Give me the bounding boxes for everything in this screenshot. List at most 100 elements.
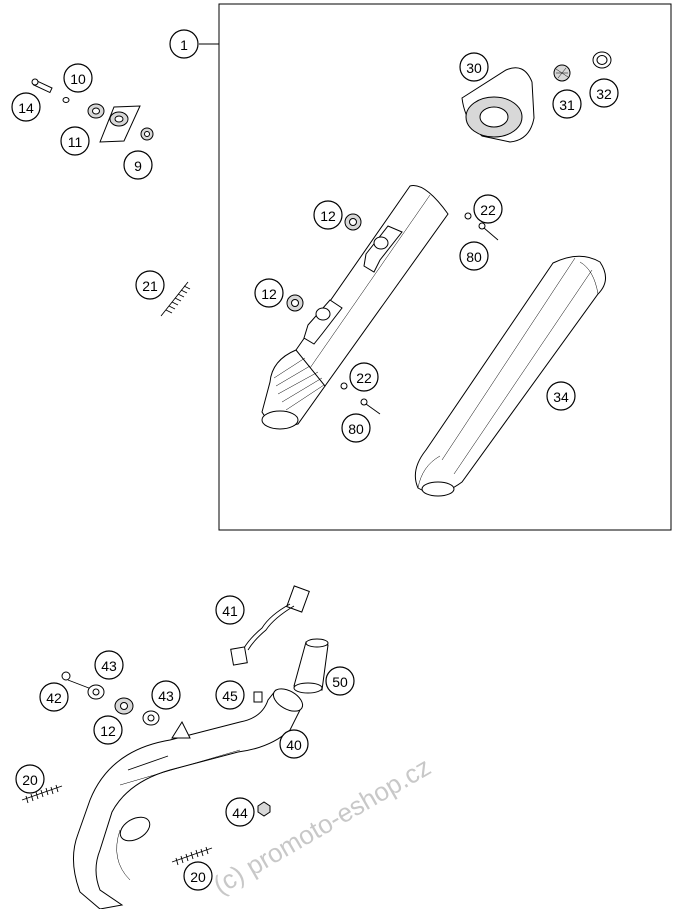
callout-circle (15, 764, 45, 794)
callout-c31: 31 (552, 89, 582, 119)
part-21-spring (160, 281, 191, 317)
callout-number: 12 (100, 723, 116, 739)
callout-circle (459, 241, 489, 271)
callout-circle (135, 270, 165, 300)
callout-circle (94, 650, 124, 680)
callout-circle (589, 78, 619, 108)
part-20-spring-b (171, 846, 213, 866)
part-42-bolt (61, 671, 95, 691)
callout-number: 43 (158, 688, 174, 704)
part-44-nut (257, 801, 271, 817)
callout-circle (151, 680, 181, 710)
callout-c45: 45 (215, 680, 245, 710)
callout-c11: 11 (60, 126, 90, 156)
callout-c9: 9 (123, 150, 153, 180)
callout-c14: 14 (11, 92, 41, 122)
callout-circle (215, 595, 245, 625)
callout-circle (313, 200, 343, 230)
part-14-bolt (31, 78, 53, 94)
part-50-sleeve (293, 638, 329, 694)
callout-c1: 1 (169, 29, 199, 59)
part-10-washer (62, 97, 70, 103)
part-22-80-lower (340, 382, 381, 415)
part-40-header-pipe (73, 688, 304, 909)
callout-number: 20 (22, 772, 38, 788)
callout-number: 1 (180, 37, 188, 53)
part-34-muffler-sleeve (414, 255, 606, 497)
callout-c30: 30 (459, 52, 489, 82)
callout-number: 50 (332, 674, 348, 690)
callout-number: 12 (320, 208, 336, 224)
callout-c32: 32 (589, 78, 619, 108)
callout-number: 80 (348, 421, 364, 437)
callout-c21: 21 (135, 270, 165, 300)
part-9-bracket (99, 105, 141, 143)
callout-number: 20 (190, 869, 206, 885)
callout-c20b: 20 (183, 861, 213, 891)
callout-c10: 10 (63, 63, 93, 93)
callout-c43a: 43 (94, 650, 124, 680)
callout-number: 11 (68, 134, 83, 150)
callout-circle (183, 861, 213, 891)
callout-c12b: 12 (254, 278, 284, 308)
callout-circle (552, 89, 582, 119)
callout-number: 32 (596, 86, 612, 102)
callout-number: 44 (232, 805, 248, 821)
callout-c41: 41 (215, 595, 245, 625)
callout-circle (225, 797, 255, 827)
callout-number: 34 (553, 389, 569, 405)
callout-number: 41 (222, 603, 238, 619)
callout-c40: 40 (279, 729, 309, 759)
part-43-washer-b (142, 710, 160, 726)
callout-number: 12 (261, 286, 277, 302)
part-12-grommet-c (114, 697, 134, 715)
callout-circle (459, 52, 489, 82)
callout-circle (341, 413, 371, 443)
callout-c12a: 12 (313, 200, 343, 230)
part-45-stud (253, 691, 263, 703)
callout-circle (93, 715, 123, 745)
part-30-end-cap (461, 67, 535, 143)
callout-number: 31 (559, 97, 575, 113)
callout-c42: 42 (39, 682, 69, 712)
callout-c34: 34 (546, 381, 576, 411)
callout-circle (169, 29, 199, 59)
callout-number: 22 (480, 202, 496, 218)
callout-circle (60, 126, 90, 156)
callout-circle (39, 682, 69, 712)
callout-circle (473, 194, 503, 224)
part-12-grommet-b (286, 294, 304, 312)
callout-number: 22 (356, 370, 372, 386)
callout-number: 40 (286, 737, 302, 753)
callout-c80b: 80 (341, 413, 371, 443)
part-43-washer-a (87, 684, 105, 700)
callout-c12c: 12 (93, 715, 123, 745)
callout-number: 21 (142, 278, 158, 294)
callout-number: 80 (466, 249, 482, 265)
callout-circle (279, 729, 309, 759)
callout-c80a: 80 (459, 241, 489, 271)
part-22-80-upper (464, 212, 499, 241)
callout-circle (11, 92, 41, 122)
callout-c22a: 22 (473, 194, 503, 224)
muffler-assembly-frame (218, 3, 672, 531)
callout-c50: 50 (325, 666, 355, 696)
callout-circle (325, 666, 355, 696)
callout-number: 30 (466, 60, 482, 76)
callout-c44: 44 (225, 797, 255, 827)
callout-number: 43 (101, 658, 117, 674)
callout-c22b: 22 (349, 362, 379, 392)
callout-number: 14 (18, 100, 34, 116)
part-1-muffler (261, 185, 449, 430)
callout-circle (215, 680, 245, 710)
callout-c20a: 20 (15, 764, 45, 794)
callout-circle (349, 362, 379, 392)
callout-circle (63, 63, 93, 93)
part-11-grommet (87, 103, 105, 119)
part-41-sensor (230, 585, 310, 666)
callout-circle (123, 150, 153, 180)
callout-number: 45 (222, 688, 238, 704)
callout-number: 10 (70, 71, 86, 87)
part-31-screen (553, 64, 571, 82)
